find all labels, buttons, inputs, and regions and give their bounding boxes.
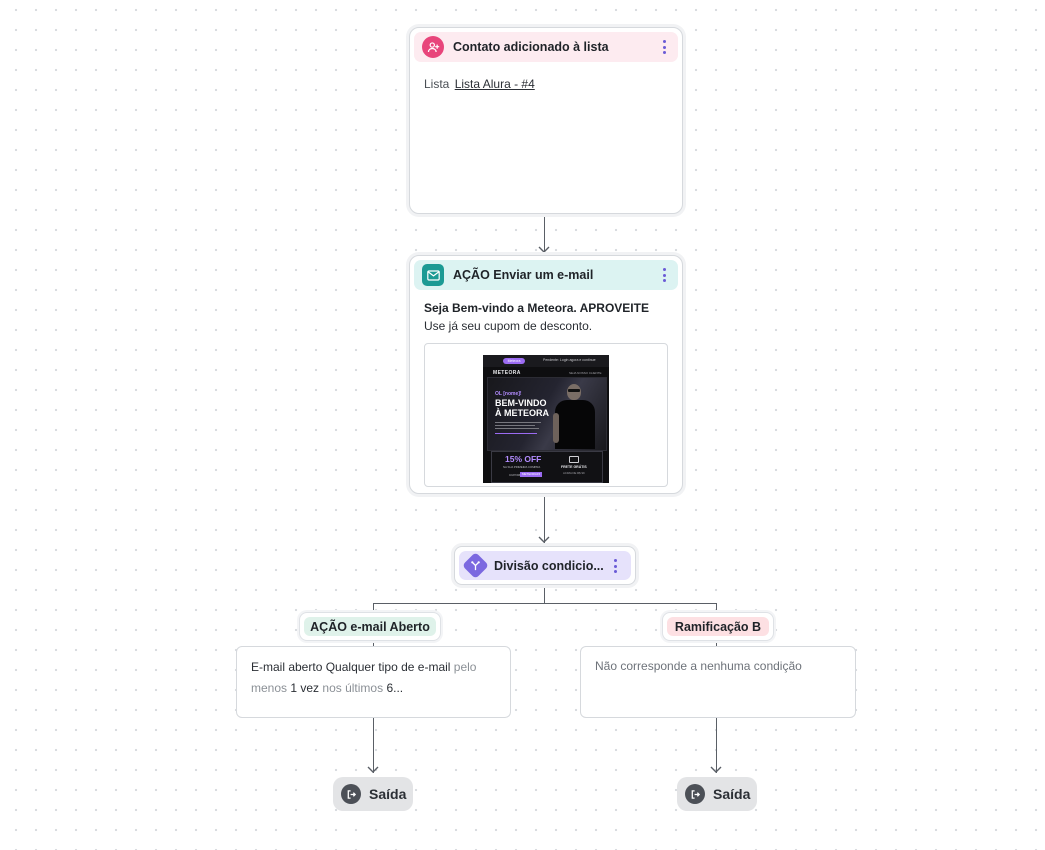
preview-badge: Meteora [503,358,525,364]
trigger-card[interactable]: Contato adicionado à lista Lista Lista A… [409,27,683,214]
email-subject: Seja Bem-vindo a Meteora. APROVEITE [424,301,649,315]
trigger-list-link[interactable]: Lista Alura - #4 [454,77,535,91]
kebab-menu-icon[interactable] [662,40,666,54]
preview-greeting: OL [nome]! [495,391,522,397]
kebab-menu-icon[interactable] [662,268,666,282]
branch-a-t1: E-mail aberto [251,660,323,674]
preview-shipping: FRETE GRÁTIS [561,465,587,469]
branch-a-t6: nos últimos [322,681,384,695]
connector-branch-a-exit [373,717,374,773]
send-email-card[interactable]: AÇÃO Enviar um e-mail Seja Bem-vindo a M… [409,255,683,494]
branch-b-label-inner: Ramificação B [667,617,769,636]
send-email-card-header: AÇÃO Enviar um e-mail [414,260,678,290]
exit-a-node[interactable]: Saída [333,777,413,811]
preview-offer-sub: NA SUA PRIMEIRA COMPRA [503,465,541,469]
exit-icon [341,784,361,804]
preview-offer-box [491,451,603,483]
email-preheader: Use já seu cupom de desconto. [424,319,593,333]
branch-a-t7: 6... [386,681,404,695]
preview-headline-2: À METEORA [495,408,549,418]
branch-b-label-text: Ramificação B [674,619,762,634]
connector-branch-b-exit [716,717,717,773]
preview-shipping-sub: ACIMA DE R$ 99 [563,471,585,475]
email-preview-image: Meteora Pendente: Login agora e continue… [483,355,609,483]
branch-a-t5: 1 vez [290,681,320,695]
split-icon [462,552,489,579]
preview-person-glasses [568,389,580,392]
connector-email-split [544,493,545,543]
preview-coupon-code: METEORA15 [520,472,543,477]
preview-person-body [555,400,595,449]
preview-person-arm [553,413,559,443]
trigger-list-line: Lista Lista Alura - #4 [424,77,535,91]
branch-a-condition-text: E-mail aberto Qualquer tipo de e-mail pe… [251,657,501,699]
branch-b-label[interactable]: Ramificação B [662,612,774,641]
preview-brand: METEORA [493,370,521,376]
user-plus-icon [422,36,444,58]
mail-icon [422,264,444,286]
trigger-list-label: Lista [424,77,450,91]
kebab-menu-icon[interactable] [613,559,617,573]
trigger-title: Contato adicionado à lista [453,40,609,54]
branch-a-t3: pelo [453,660,477,674]
preview-body-lines [495,422,541,434]
exit-a-label: Saída [369,786,407,802]
branch-a-label[interactable]: AÇÃO e-mail Aberto [299,612,441,641]
exit-icon [685,784,705,804]
branch-b-condition-card[interactable]: Não corresponde a nenhuma condição [580,646,856,718]
connector-label-a-card [373,638,374,646]
connector-split-horizontal [373,603,717,604]
preview-brand-right: SEJA NOSSO CLIENTE [569,371,602,375]
connector-split-down [544,585,545,603]
conditional-split-title: Divisão condicio... [494,558,604,573]
branch-a-label-text: AÇÃO e-mail Aberto [310,619,430,634]
preview-coupon-label: CUPOM [509,473,521,477]
connector-label-b-card [716,638,717,646]
branch-b-condition-text: Não corresponde a nenhuma condição [595,659,802,673]
trigger-card-header: Contato adicionado à lista [414,32,678,62]
preview-person-head [567,384,581,400]
branch-a-t2: Qualquer tipo de e-mail [325,660,451,674]
exit-b-label: Saída [713,786,751,802]
preview-offer: 15% OFF [505,454,542,464]
branch-a-condition-card[interactable]: E-mail aberto Qualquer tipo de e-mail pe… [236,646,511,718]
send-email-title: AÇÃO Enviar um e-mail [453,268,594,282]
preview-top-text: Pendente: Login agora e continue [543,358,596,362]
conditional-split-header: Divisão condicio... [459,551,631,580]
branch-a-t4: menos [251,681,288,695]
connector-trigger-email [544,213,545,253]
email-preview-frame[interactable]: Meteora Pendente: Login agora e continue… [424,343,668,487]
preview-headline-1: BEM-VINDO [495,398,547,408]
branch-a-label-inner: AÇÃO e-mail Aberto [304,617,436,636]
conditional-split-card[interactable]: Divisão condicio... [454,546,636,585]
connector-split-left [373,603,374,613]
connector-split-right [716,603,717,613]
exit-b-node[interactable]: Saída [677,777,757,811]
truck-icon [569,456,579,463]
